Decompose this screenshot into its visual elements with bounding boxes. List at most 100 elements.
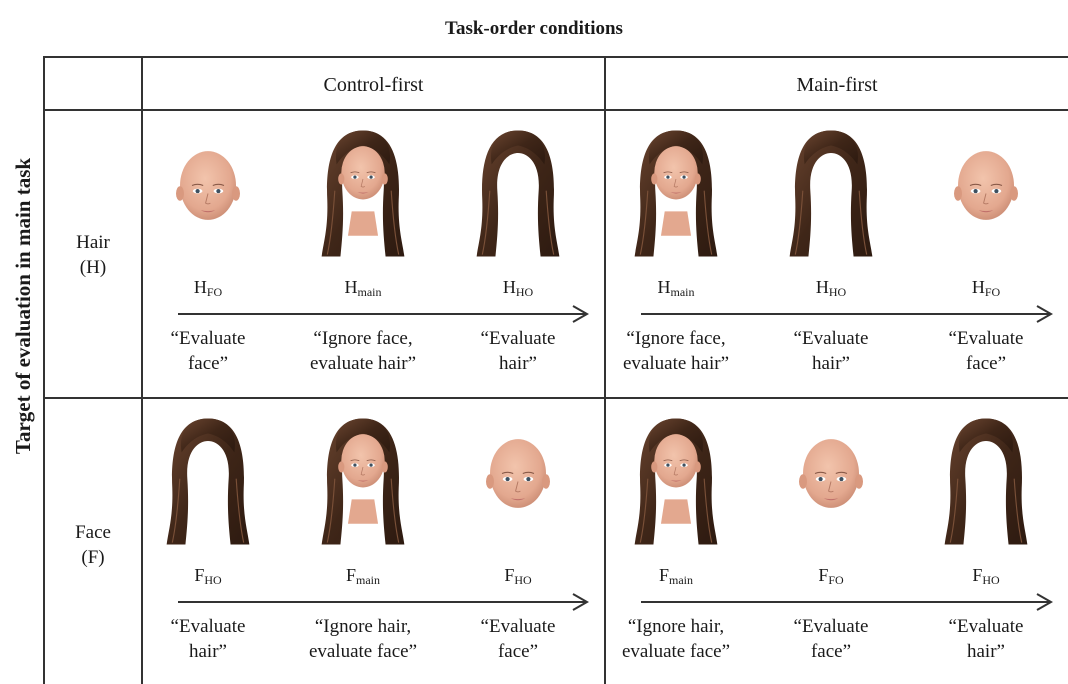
instruction-quote-line1: “Evaluate — [133, 326, 283, 351]
instruction-quote: “Evaluateface” — [133, 326, 283, 376]
face-with-hair-icon — [629, 411, 723, 556]
condition-letter: F — [346, 565, 356, 585]
instruction-quote-line1: “Evaluate — [443, 326, 593, 351]
condition-label: FHO — [458, 565, 578, 588]
face-with-hair-icon — [316, 411, 410, 556]
instruction-quote-line2: evaluate hair” — [601, 351, 751, 376]
instruction-quote-line1: “Evaluate — [133, 614, 283, 639]
condition-subscript: main — [358, 285, 382, 299]
instruction-quote: “Evaluateface” — [756, 614, 906, 664]
instruction-quote-line1: “Evaluate — [756, 614, 906, 639]
instruction-quote-line2: hair” — [443, 351, 593, 376]
row-label-hair: Hair (H) — [45, 230, 141, 280]
grid-header-line — [43, 109, 1068, 111]
condition-label: Fmain — [303, 565, 423, 588]
instruction-quote-line1: “Evaluate — [756, 326, 906, 351]
instruction-quote-line2: hair” — [133, 639, 283, 664]
face-with-hair-icon — [316, 123, 410, 268]
condition-subscript: main — [671, 285, 695, 299]
row-label-hair-line1: Hair — [45, 230, 141, 255]
condition-subscript: FO — [828, 573, 843, 587]
instruction-quote-line1: “Evaluate — [911, 614, 1061, 639]
condition-letter: H — [345, 277, 358, 297]
condition-letter: F — [194, 565, 204, 585]
condition-subscript: main — [356, 573, 380, 587]
instruction-quote-line2: hair” — [756, 351, 906, 376]
condition-subscript: HO — [516, 285, 533, 299]
instruction-quote: “Evaluateface” — [443, 614, 593, 664]
condition-letter: F — [504, 565, 514, 585]
condition-subscript: FO — [985, 285, 1000, 299]
condition-letter: F — [972, 565, 982, 585]
column-header-control-first: Control-first — [143, 74, 604, 97]
condition-label: Hmain — [303, 277, 423, 300]
condition-label: FHO — [926, 565, 1046, 588]
instruction-quote-line1: “Evaluate — [911, 326, 1061, 351]
row-label-face-line1: Face — [45, 520, 141, 545]
sequence-arrow — [178, 592, 589, 612]
condition-subscript: FO — [207, 285, 222, 299]
instruction-quote: “Ignore hair,evaluate face” — [288, 614, 438, 664]
instruction-quote: “Evaluatehair” — [911, 614, 1061, 664]
grid-left-line — [43, 56, 45, 684]
condition-subscript: HO — [829, 285, 846, 299]
diagram-title: Task-order conditions — [0, 18, 1068, 40]
row-label-face-line2: (F) — [45, 545, 141, 570]
condition-letter: F — [659, 565, 669, 585]
instruction-quote-line1: “Evaluate — [443, 614, 593, 639]
row-label-face: Face (F) — [45, 520, 141, 570]
condition-label: Fmain — [616, 565, 736, 588]
condition-letter: H — [194, 277, 207, 297]
instruction-quote-line1: “Ignore hair, — [601, 614, 751, 639]
condition-letter: F — [818, 565, 828, 585]
instruction-quote: “Evaluatehair” — [756, 326, 906, 376]
grid-top-line — [43, 56, 1068, 58]
column-header-main-first: Main-first — [606, 74, 1068, 97]
instruction-quote-line1: “Ignore face, — [288, 326, 438, 351]
sequence-arrow — [178, 304, 589, 324]
condition-subscript: main — [669, 573, 693, 587]
instruction-quote: “Ignore face,evaluate hair” — [601, 326, 751, 376]
instruction-quote-line2: hair” — [911, 639, 1061, 664]
condition-label: HFO — [926, 277, 1046, 300]
instruction-quote-line1: “Ignore face, — [601, 326, 751, 351]
face-only-icon — [478, 426, 558, 526]
condition-subscript: HO — [982, 573, 999, 587]
instruction-quote-line2: face” — [756, 639, 906, 664]
instruction-quote: “Evaluateface” — [911, 326, 1061, 376]
instruction-quote-line2: face” — [133, 351, 283, 376]
condition-subscript: HO — [204, 573, 221, 587]
instruction-quote-line2: evaluate hair” — [288, 351, 438, 376]
hair-only-icon — [161, 411, 255, 556]
condition-label: HHO — [771, 277, 891, 300]
hair-only-icon — [939, 411, 1033, 556]
instruction-quote: “Evaluatehair” — [443, 326, 593, 376]
condition-label: FHO — [148, 565, 268, 588]
condition-letter: H — [503, 277, 516, 297]
condition-label: HHO — [458, 277, 578, 300]
condition-label: FFO — [771, 565, 891, 588]
face-only-icon — [168, 138, 248, 238]
condition-subscript: HO — [514, 573, 531, 587]
condition-label: Hmain — [616, 277, 736, 300]
instruction-quote-line2: evaluate face” — [288, 639, 438, 664]
y-axis-label: Target of evaluation in main task — [11, 106, 36, 506]
face-with-hair-icon — [629, 123, 723, 268]
instruction-quote: “Ignore face,evaluate hair” — [288, 326, 438, 376]
instruction-quote: “Ignore hair,evaluate face” — [601, 614, 751, 664]
sequence-arrow — [641, 304, 1053, 324]
instruction-quote-line2: face” — [911, 351, 1061, 376]
condition-letter: H — [658, 277, 671, 297]
instruction-quote-line2: face” — [443, 639, 593, 664]
condition-letter: H — [816, 277, 829, 297]
hair-only-icon — [471, 123, 565, 268]
row-label-hair-line2: (H) — [45, 255, 141, 280]
condition-letter: H — [972, 277, 985, 297]
condition-label: HFO — [148, 277, 268, 300]
face-only-icon — [791, 426, 871, 526]
face-only-icon — [946, 138, 1026, 238]
grid-middle-line — [43, 397, 1068, 399]
hair-only-icon — [784, 123, 878, 268]
sequence-arrow — [641, 592, 1053, 612]
instruction-quote-line2: evaluate face” — [601, 639, 751, 664]
